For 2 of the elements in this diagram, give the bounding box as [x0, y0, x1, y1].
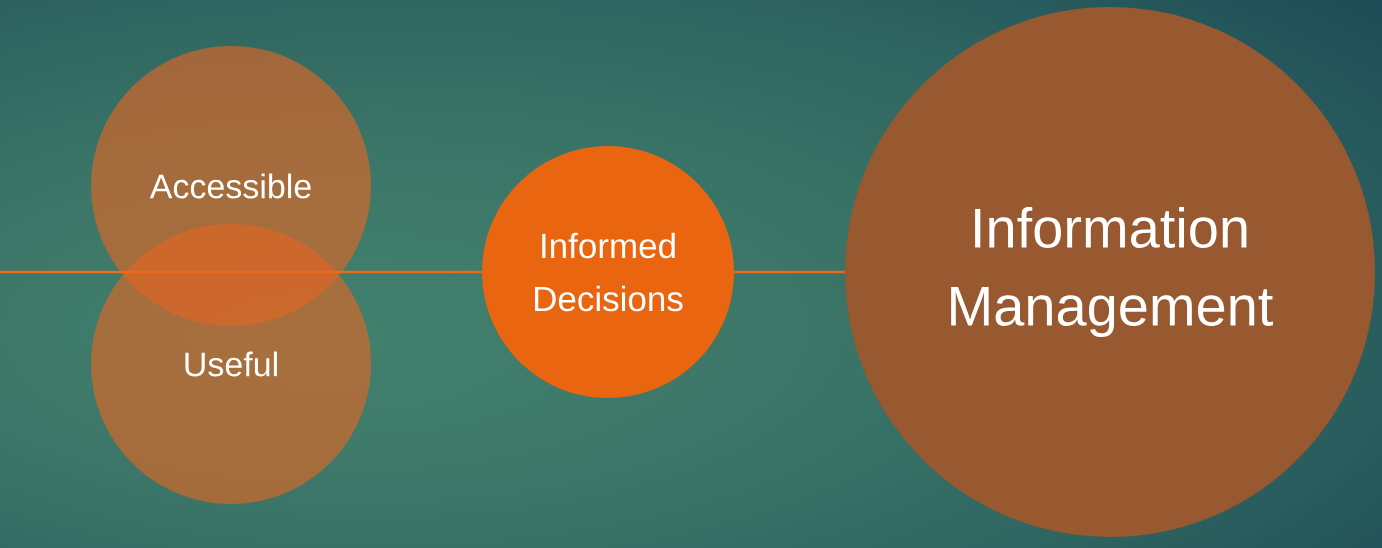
connector-line — [734, 270, 845, 274]
connector-line — [0, 270, 482, 274]
